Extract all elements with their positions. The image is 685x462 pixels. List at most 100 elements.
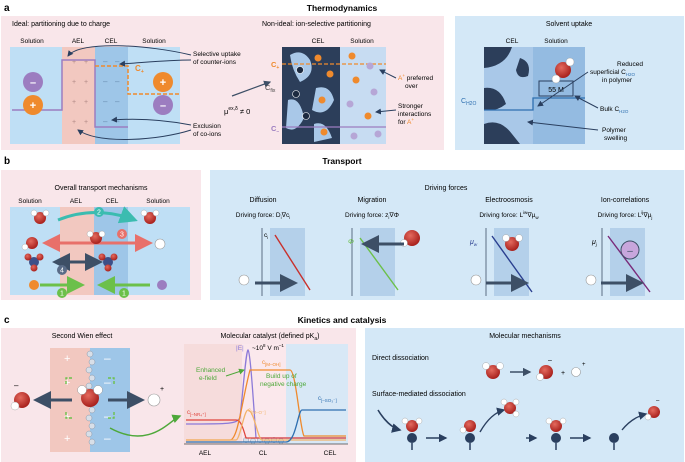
driving-title: Driving forces: [425, 185, 468, 192]
ideal-cel-layer: [95, 47, 128, 144]
solvent-bulk-arrow: [574, 95, 599, 109]
diffusion-force: Driving force: Di∇ci: [236, 211, 290, 220]
nonideal-stronger-arrow: [375, 108, 397, 115]
svg-text:–: –: [115, 57, 120, 66]
molcat-x-cel: CEL: [324, 450, 337, 457]
nonideal-water-pockets: [286, 52, 334, 142]
diffusion-name: Diffusion: [249, 197, 276, 204]
wien-plus-charges: ++++: [64, 353, 70, 445]
nonideal-c-plus-label: C+: [271, 60, 279, 71]
svg-text:–: –: [104, 409, 111, 423]
ideal-col-solution-left: Solution: [20, 38, 44, 45]
ideal-col-ael: AEL: [72, 38, 85, 45]
mechanisms-title: Molecular mechanisms: [489, 333, 561, 340]
svg-text:–: –: [115, 77, 120, 86]
nonideal-col-solution: Solution: [350, 38, 374, 45]
ideal-cel-fixed-charges: –––– ––––: [103, 57, 120, 126]
overall-anion: [157, 280, 167, 290]
migration-ion: [404, 230, 420, 246]
overall-water-left: [30, 209, 50, 224]
svg-text:–: –: [104, 431, 111, 445]
section-a-title: Thermodynamics: [307, 3, 378, 13]
molcat-ael-region: [184, 344, 242, 444]
ideal-exclusion-arrow-cel: [111, 116, 192, 126]
ideal-column-labels: Solution AEL CEL Solution: [20, 38, 166, 45]
molcat-field-curve: [185, 349, 346, 439]
overall-number-1: 1: [57, 288, 67, 298]
driving-migration: Migration Driving force: zi∇Φ Φ: [345, 197, 420, 296]
svg-text:2: 2: [97, 210, 101, 217]
svg-text:–: –: [14, 381, 19, 390]
svg-text:–: –: [104, 375, 111, 389]
ideal-selective-arrow-ael: [67, 45, 192, 57]
wien-water-molecule: [77, 385, 103, 407]
electroosmosis-water: [502, 234, 523, 251]
ideal-selective-arrow-cel: [119, 59, 192, 67]
panel-c-mechanisms-bg: [365, 328, 684, 462]
wien-minus-charges: ––––: [104, 351, 111, 445]
svg-text:+: +: [160, 386, 164, 393]
molcat-field-value: ~108 V m–1: [252, 343, 284, 352]
svg-text:+: +: [72, 59, 76, 66]
svg-text:+: +: [30, 100, 36, 112]
svg-text:–: –: [103, 97, 108, 106]
ideal-anion-icon-right: –: [153, 95, 173, 115]
svg-text:1: 1: [122, 291, 126, 298]
solvent-polymer-arrow: [527, 119, 599, 131]
overall-cel: [94, 207, 128, 295]
solvent-reduced-arrow: [537, 71, 589, 107]
svg-text:–: –: [627, 246, 633, 257]
ideal-col-solution-right: Solution: [142, 38, 166, 45]
molcat-mo-curve: [186, 409, 346, 441]
svg-text:1: 1: [60, 291, 64, 298]
solvent-c-h2o-label: CH2O: [461, 98, 476, 107]
nonideal-c-fix-label: Cfix: [265, 83, 276, 94]
molcat-x-ael: AEL: [199, 450, 212, 457]
section-a-letter: a: [4, 3, 10, 14]
surface-site-1: [401, 417, 423, 450]
ideal-cation-concentration-line: [95, 65, 180, 95]
molcat-mo-label: c[M–O⁻]: [248, 408, 266, 415]
diffusion-layer: [270, 228, 305, 296]
svg-text:4: 4: [60, 268, 64, 275]
nonideal-preferred-arrow: [379, 69, 397, 79]
svg-text:+: +: [72, 79, 76, 86]
surface-site-4: [609, 433, 619, 450]
overall-proton: [154, 238, 166, 250]
svg-text:–: –: [30, 77, 36, 89]
electroosmosis-force: Driving force: Liw∇μw: [479, 210, 539, 220]
svg-text:–: –: [115, 117, 120, 126]
diffusion-ion: [238, 274, 250, 286]
overall-number-1b: 1: [119, 288, 129, 298]
ioncorr-axis-label: μj: [591, 239, 598, 247]
molcat-nr4-curve: [186, 419, 346, 439]
solvent-polymer-chains: [484, 47, 529, 144]
direct-plus-sign: +: [561, 370, 565, 377]
overall-cation: [29, 280, 39, 290]
surface-mediated-sequence: –: [377, 398, 660, 450]
molcat-field-label: |E|: [236, 345, 244, 352]
overall-col-ael: AEL: [70, 198, 83, 205]
solvent-callout-bulk: Bulk CH2O: [600, 106, 629, 114]
diffusion-axis-label: ci: [264, 232, 268, 240]
svg-text:+: +: [64, 377, 70, 389]
wien-proton: +: [147, 386, 164, 407]
svg-text:–: –: [656, 398, 660, 404]
driving-diffusion: Diffusion Driving force: Di∇ci ci: [236, 197, 311, 296]
svg-text:+: +: [84, 59, 88, 66]
overall-hydroxide: [21, 237, 38, 251]
driving-ion-correlations: Ion-correlations Driving force: Lij∇μj μ…: [585, 197, 652, 296]
svg-text:+: +: [64, 353, 70, 365]
ideal-cation-icon-right: +: [153, 72, 173, 92]
svg-text:–: –: [103, 77, 108, 86]
ideal-anion-concentration-line: [12, 59, 128, 128]
ioncorr-anion: –: [620, 240, 640, 260]
wien-title: Second Wien effect: [52, 333, 113, 340]
overall-col-cel: CEL: [106, 198, 119, 205]
